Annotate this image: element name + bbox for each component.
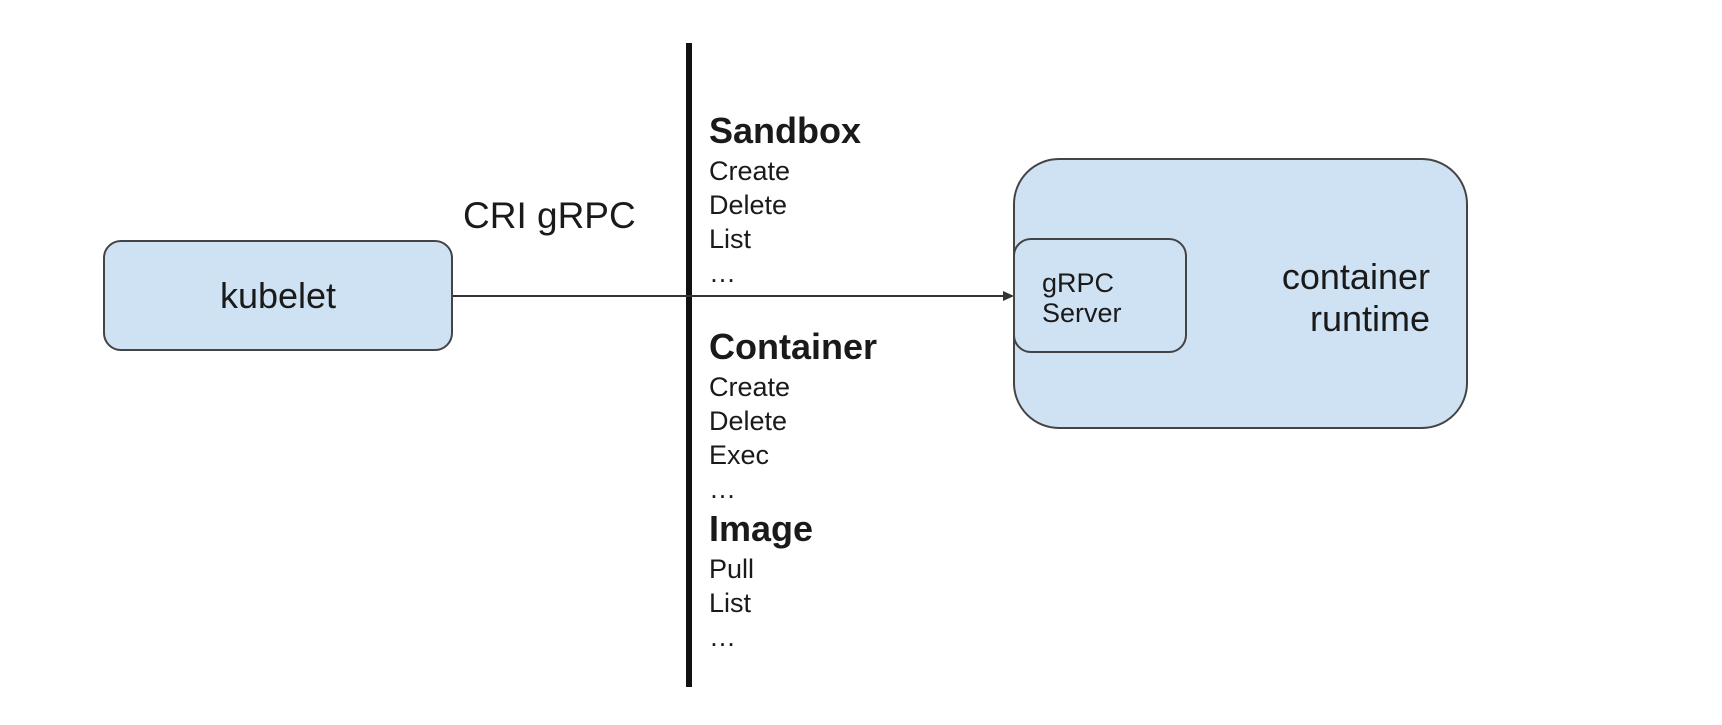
- kubelet-box: kubelet: [103, 240, 453, 351]
- interface-divider-line: [686, 43, 692, 687]
- image-op-list: List: [709, 588, 752, 618]
- cri-grpc-label: CRI gRPC: [463, 195, 636, 236]
- sandbox-op-create: Create: [709, 156, 791, 186]
- sandbox-operations: Sandbox Create Delete List …: [709, 108, 861, 290]
- image-op-more: …: [709, 622, 736, 652]
- sandbox-title: Sandbox: [709, 110, 862, 151]
- image-operations: Image Pull List …: [709, 506, 813, 654]
- container-op-delete: Delete: [709, 406, 788, 436]
- image-op-pull: Pull: [709, 554, 755, 584]
- container-runtime-label: container runtime: [1281, 256, 1430, 339]
- sandbox-op-delete: Delete: [709, 190, 788, 220]
- container-op-create: Create: [709, 372, 791, 402]
- container-title: Container: [709, 326, 878, 367]
- container-op-exec: Exec: [709, 440, 770, 470]
- grpc-server-box: gRPC Server: [1013, 238, 1187, 353]
- container-op-more: …: [709, 474, 736, 504]
- kubelet-label: kubelet: [219, 274, 337, 316]
- image-title: Image: [709, 508, 814, 549]
- sandbox-op-more: …: [709, 258, 736, 288]
- sandbox-op-list: List: [709, 224, 752, 254]
- container-runtime-box: gRPC Server container runtime: [1013, 158, 1468, 429]
- container-operations: Container Create Delete Exec …: [709, 324, 877, 506]
